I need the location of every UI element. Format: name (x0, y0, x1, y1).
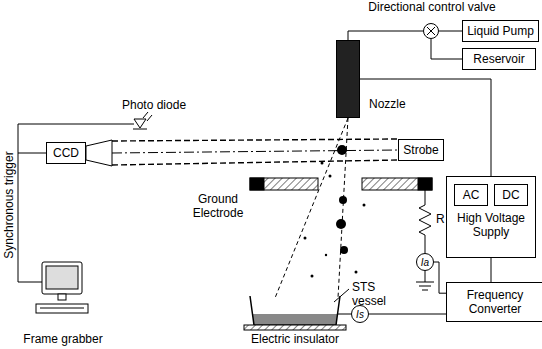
spray-cone (338, 118, 348, 298)
ground-electrode (362, 178, 432, 190)
node-label: Liquid Pump (467, 24, 534, 38)
node-label: Directional control valve (352, 0, 512, 14)
ccd-wire (18, 153, 46, 154)
wire (431, 39, 462, 59)
ammeter: Ia (416, 253, 434, 271)
valve-cross (424, 24, 438, 38)
wire (439, 31, 462, 32)
node-label: Frequency Converter (447, 288, 542, 316)
wire (348, 31, 423, 40)
wire (434, 262, 446, 293)
supply-box: High Voltage Supply AC DC (446, 176, 536, 258)
leader-line (334, 289, 349, 302)
valve-cross (427, 27, 435, 35)
wire (369, 314, 446, 315)
part-label: Photo diode (122, 98, 202, 112)
strobe-box: Strobe (398, 139, 444, 161)
view-line (112, 139, 398, 141)
valve-symbol: Directional control valve (423, 23, 439, 39)
mode-box: DC (494, 184, 528, 206)
part-label: Ground Electrode (188, 192, 248, 220)
computer-icon (36, 262, 88, 313)
node-label: Reservoir (473, 52, 524, 66)
node-label: DC (502, 188, 519, 202)
optical-axis (112, 150, 398, 153)
mode-box: AC (454, 184, 488, 206)
camera-lens (86, 140, 112, 166)
process-box: Liquid Pump (462, 20, 539, 42)
nozzle: Nozzle (336, 40, 360, 118)
part-label: Frame grabber (16, 332, 110, 346)
node-label: CCD (53, 146, 79, 160)
droplets (304, 145, 366, 278)
node-label: High Voltage Supply (447, 211, 535, 239)
view-line (112, 160, 398, 165)
photo-diode-symbol (133, 112, 152, 129)
trigger-wire (18, 124, 134, 282)
process-box: Reservoir (462, 48, 536, 70)
ground-symbol (416, 271, 434, 290)
wire (491, 258, 492, 282)
resistor-symbol (419, 190, 431, 253)
node-label: Is (356, 309, 364, 320)
wire (360, 79, 491, 176)
liquid (253, 314, 337, 324)
node-label: Strobe (403, 143, 438, 157)
part-label: STS vessel (352, 280, 412, 308)
electric-insulator (244, 325, 346, 330)
node-label: Ia (421, 257, 429, 268)
camera-box: CCD (46, 142, 86, 164)
converter-box: Frequency Converter (446, 282, 542, 322)
node-label: Nozzle (369, 97, 406, 111)
sts-vessel (250, 296, 340, 325)
resistor-label: R (436, 212, 450, 226)
signal-label: Synchronous trigger (2, 135, 16, 275)
part-label: Electric insulator (236, 332, 354, 346)
ground-electrode (250, 178, 318, 190)
node-label: AC (463, 188, 480, 202)
electrode-end (418, 178, 432, 190)
electrode-end (250, 178, 264, 190)
spray-cone (275, 118, 348, 298)
vessel-wire (338, 314, 351, 315)
